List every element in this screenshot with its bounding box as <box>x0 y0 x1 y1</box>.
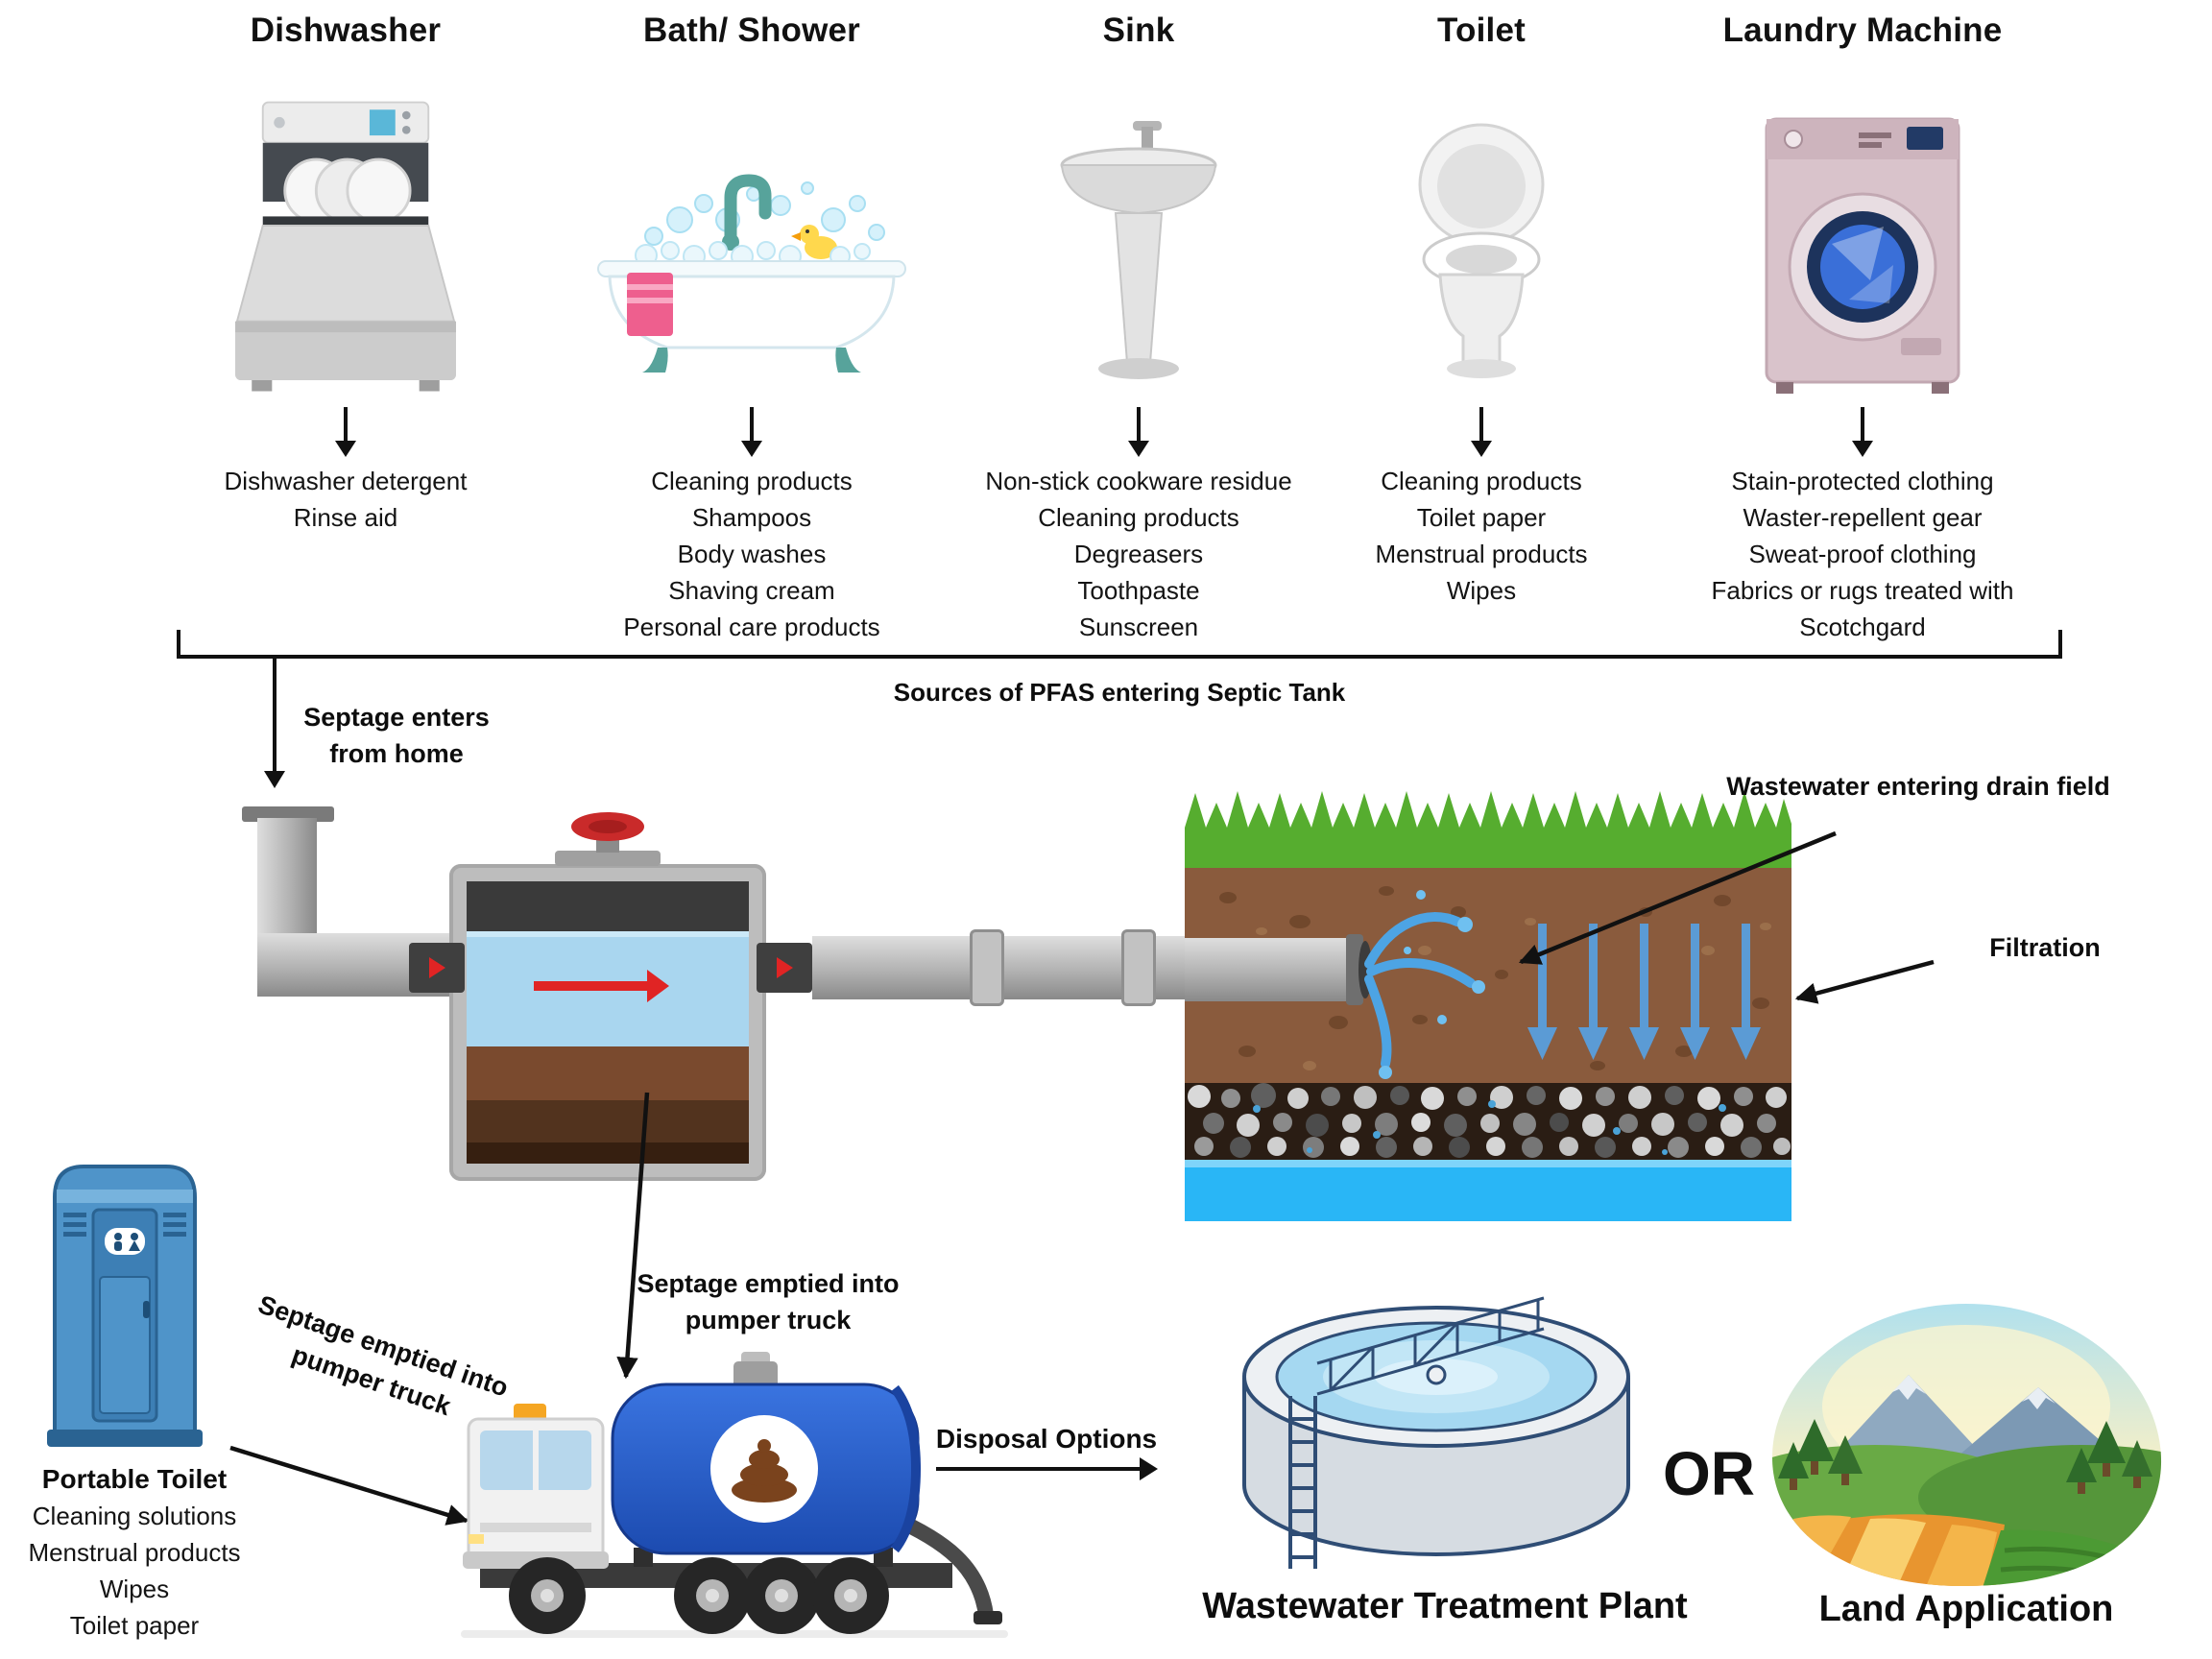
bracket-left-tick <box>177 630 180 657</box>
valve-base <box>555 851 661 866</box>
source-item: Toothpaste <box>1077 576 1200 605</box>
source-item: Body washes <box>677 540 827 568</box>
tank-inlet-port <box>409 943 465 993</box>
portable-toilet-item: Menstrual products <box>28 1538 241 1567</box>
bracket-caption: Sources of PFAS entering Septic Tank <box>893 678 1346 707</box>
portable-toilet-icon <box>47 1165 203 1447</box>
bracket-line <box>177 655 2062 659</box>
portable-toilet-title: Portable Toilet <box>41 1464 228 1494</box>
wastewater-label-arrow-icon <box>1518 830 1837 965</box>
sink-icon <box>1052 65 1225 399</box>
down-arrow-icon <box>1137 407 1141 442</box>
bracket-right-tick <box>2058 630 2062 657</box>
portable-toilet-to-truck-arrow-icon <box>229 1445 469 1526</box>
septage-icon <box>732 1439 797 1503</box>
wastewater-drain-field-label: Wastewater entering drain field <box>1726 772 2110 801</box>
source-title-toilet: Toilet <box>1437 12 1526 49</box>
truck-wheels <box>509 1557 889 1634</box>
source-title-sink: Sink <box>1102 12 1175 49</box>
source-items-sink: Non-stick cookware residue Cleaning prod… <box>985 463 1291 645</box>
wwtp-label: Wastewater Treatment Plant <box>1202 1586 1688 1626</box>
source-item: Degreasers <box>1073 540 1204 568</box>
source-items-dishwasher: Dishwasher detergent Rinse aid <box>225 463 468 536</box>
source-items-bath-shower: Cleaning products Shampoos Body washes S… <box>623 463 879 645</box>
land-application-icon <box>1772 1304 2162 1586</box>
towel-icon <box>627 273 673 336</box>
source-item: Non-stick cookware residue <box>985 467 1292 495</box>
pipe-coupling <box>970 929 1004 1006</box>
septage-enters-arrow-icon <box>273 655 276 772</box>
pipe-coupling <box>1121 929 1156 1006</box>
source-column-toilet: Toilet Cleaning products Toilet paper Me… <box>1309 0 1654 609</box>
source-item: Dishwasher detergent <box>224 467 468 495</box>
source-title-laundry: Laundry Machine <box>1722 12 2003 49</box>
flow-arrow-icon <box>428 957 445 978</box>
land-application-label: Land Application <box>1818 1589 2114 1629</box>
portable-toilet-item: Toilet paper <box>69 1611 200 1640</box>
gravel-layer <box>1188 1083 1791 1158</box>
walkway-railing <box>1316 1296 1545 1396</box>
septic-sludge-layer <box>467 1046 749 1100</box>
treatment-plant-icon <box>1242 1296 1630 1569</box>
filtration-arrows-icon <box>1527 924 1761 1060</box>
pumper-truck-icon <box>461 1352 1008 1638</box>
septage-emptied-truck-label: Septage emptied into pumper truck <box>637 1269 900 1334</box>
disposal-options-arrow-icon <box>936 1467 1140 1471</box>
source-item: Personal care products <box>623 613 880 641</box>
groundwater-layer <box>1185 1160 1791 1221</box>
source-column-bath-shower: Bath/ Shower <box>560 0 944 645</box>
source-column-sink: Sink Non-stick cookware residue Cleaning… <box>927 0 1350 645</box>
drain-field-icon <box>1185 791 1791 1221</box>
rubber-duck-icon <box>791 225 837 259</box>
septage-enters-label: Septage enters from home <box>303 703 490 768</box>
down-arrow-icon <box>344 407 348 442</box>
ladder-icon <box>1288 1396 1317 1569</box>
source-item: Shampoos <box>691 503 812 532</box>
source-items-laundry: Stain-protected clothing Waster-repellen… <box>1651 463 2074 645</box>
pine-trees-icon <box>1778 1419 2152 1494</box>
portable-toilet-item: Cleaning solutions <box>32 1502 237 1530</box>
wastewater-spray-icon <box>1364 912 1476 1069</box>
tank-outlet-port <box>757 943 812 993</box>
portable-toilet-items: Cleaning solutions Menstrual products Wi… <box>0 1498 269 1644</box>
flow-arrow-icon <box>534 981 647 991</box>
down-arrow-icon <box>1861 407 1864 442</box>
source-item: Cleaning products <box>1038 503 1239 532</box>
source-item: Shaving cream <box>668 576 835 605</box>
toilet-icon <box>1400 65 1563 399</box>
source-item: Toilet paper <box>1416 503 1547 532</box>
source-item: Cleaning products <box>651 467 853 495</box>
source-item: Wipes <box>1446 576 1517 605</box>
bathtub-icon <box>589 65 915 399</box>
or-label: OR <box>1663 1439 1755 1508</box>
septic-tank-icon <box>449 864 766 1181</box>
tank-to-truck-arrow-icon <box>616 1092 650 1380</box>
source-item: Rinse aid <box>293 503 398 532</box>
source-item: Menstrual products <box>1375 540 1588 568</box>
source-item: Cleaning products <box>1381 467 1582 495</box>
portable-toilet-item: Wipes <box>99 1575 170 1603</box>
source-title-bath-shower: Bath/ Shower <box>642 12 861 49</box>
source-item: Sunscreen <box>1078 613 1199 641</box>
down-arrow-icon <box>750 407 754 442</box>
beacon-light-icon <box>514 1404 546 1421</box>
faucet-icon <box>724 174 772 249</box>
source-item: Fabrics or rugs treated with Scotchgard <box>1711 576 2014 641</box>
source-column-laundry: Laundry Machine Stain-protected clothing <box>1651 0 2074 645</box>
dishwasher-icon <box>235 65 456 399</box>
laundry-machine-icon <box>1757 65 1968 399</box>
flow-arrow-icon <box>776 957 793 978</box>
source-item: Stain-protected clothing <box>1731 467 1994 495</box>
filtration-label: Filtration <box>1989 933 2101 962</box>
source-item: Waster-repellent gear <box>1743 503 1983 532</box>
source-column-dishwasher: Dishwasher Dishwasher detergent Rinse <box>154 0 538 536</box>
source-items-toilet: Cleaning products Toilet paper Menstrual… <box>1375 463 1587 609</box>
source-title-dishwasher: Dishwasher <box>250 12 442 49</box>
disposal-options-label: Disposal Options <box>935 1424 1158 1454</box>
source-item: Sweat-proof clothing <box>1748 540 1977 568</box>
down-arrow-icon <box>1479 407 1483 442</box>
filtration-label-arrow-icon <box>1794 959 1935 1004</box>
drain-pipe <box>1185 938 1363 1001</box>
